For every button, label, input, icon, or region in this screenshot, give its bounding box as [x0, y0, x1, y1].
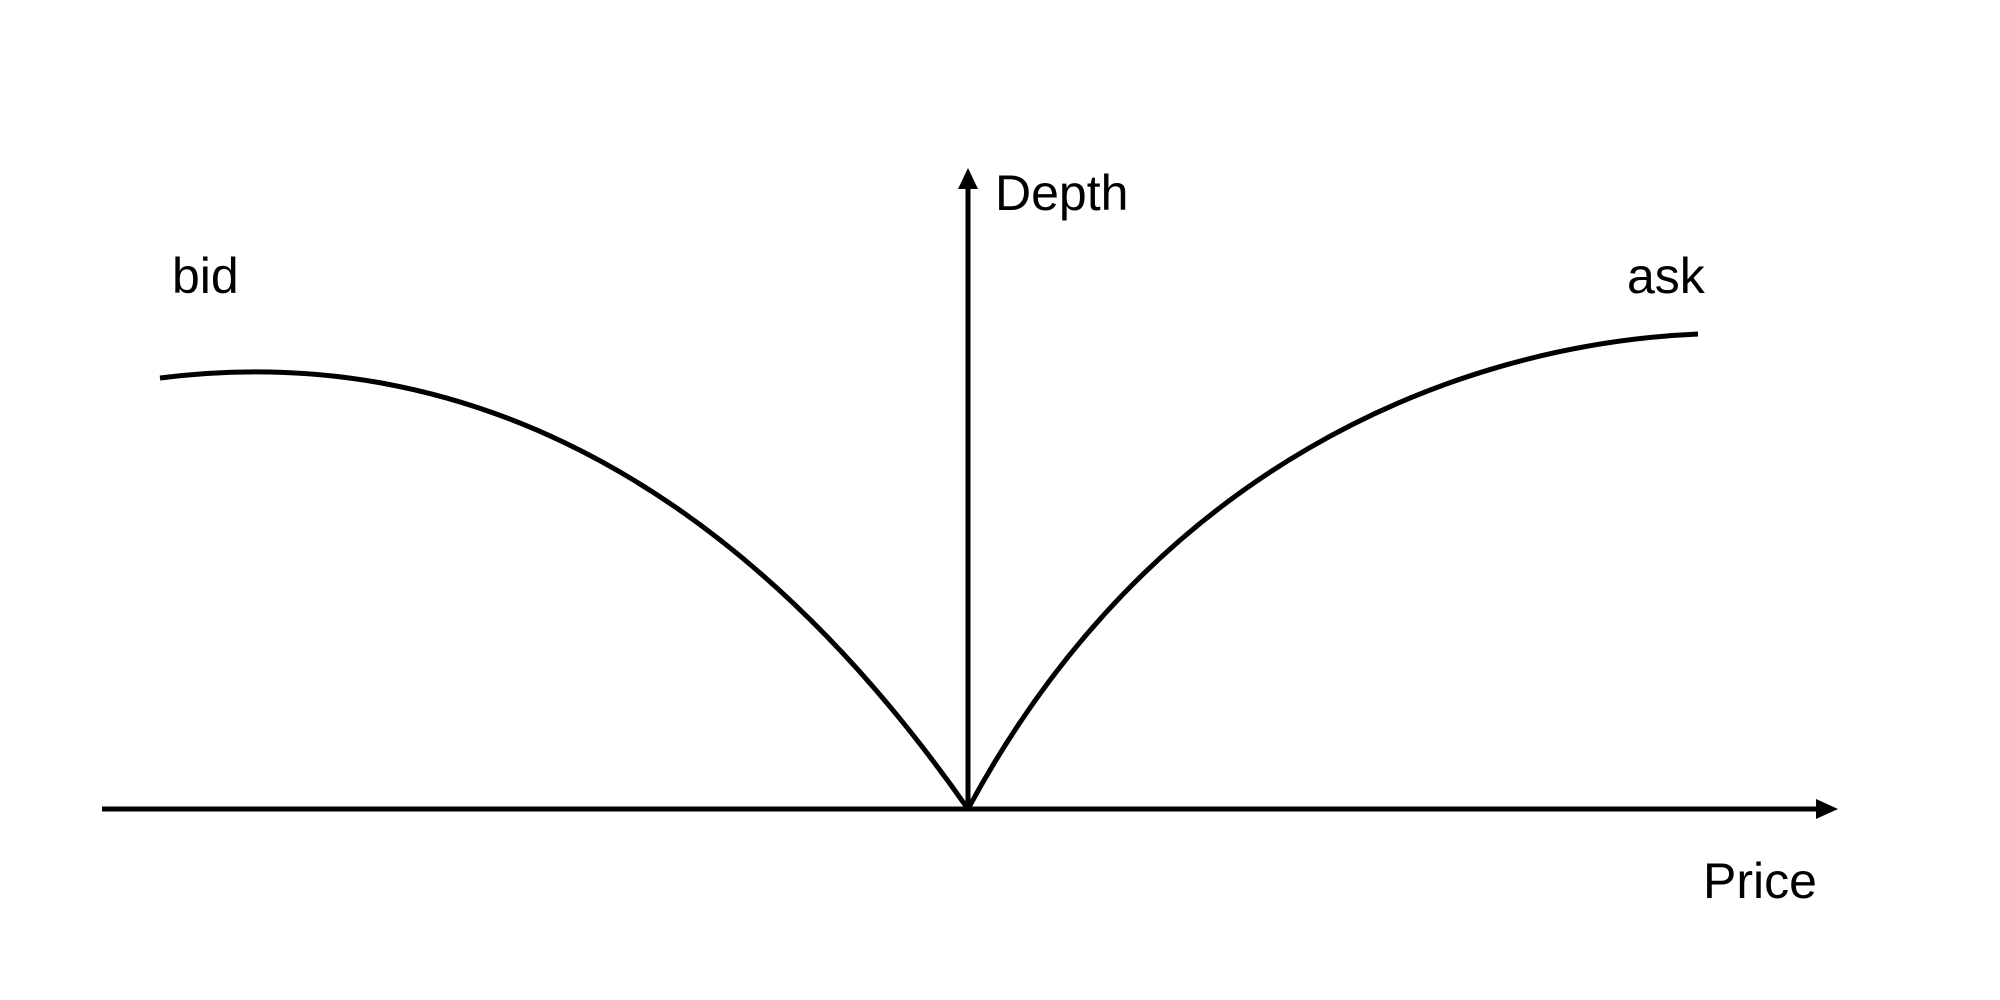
bid-curve-label: bid: [172, 248, 239, 304]
depth-axis-label: Depth: [995, 165, 1128, 221]
price-axis-arrowhead: [1816, 799, 1838, 819]
price-axis-label: Price: [1703, 853, 1817, 909]
bid-curve: [159, 369, 971, 811]
depth-axis-arrowhead: [958, 168, 978, 189]
ask-curve: [965, 331, 1699, 811]
ask-curve-label: ask: [1627, 248, 1706, 304]
